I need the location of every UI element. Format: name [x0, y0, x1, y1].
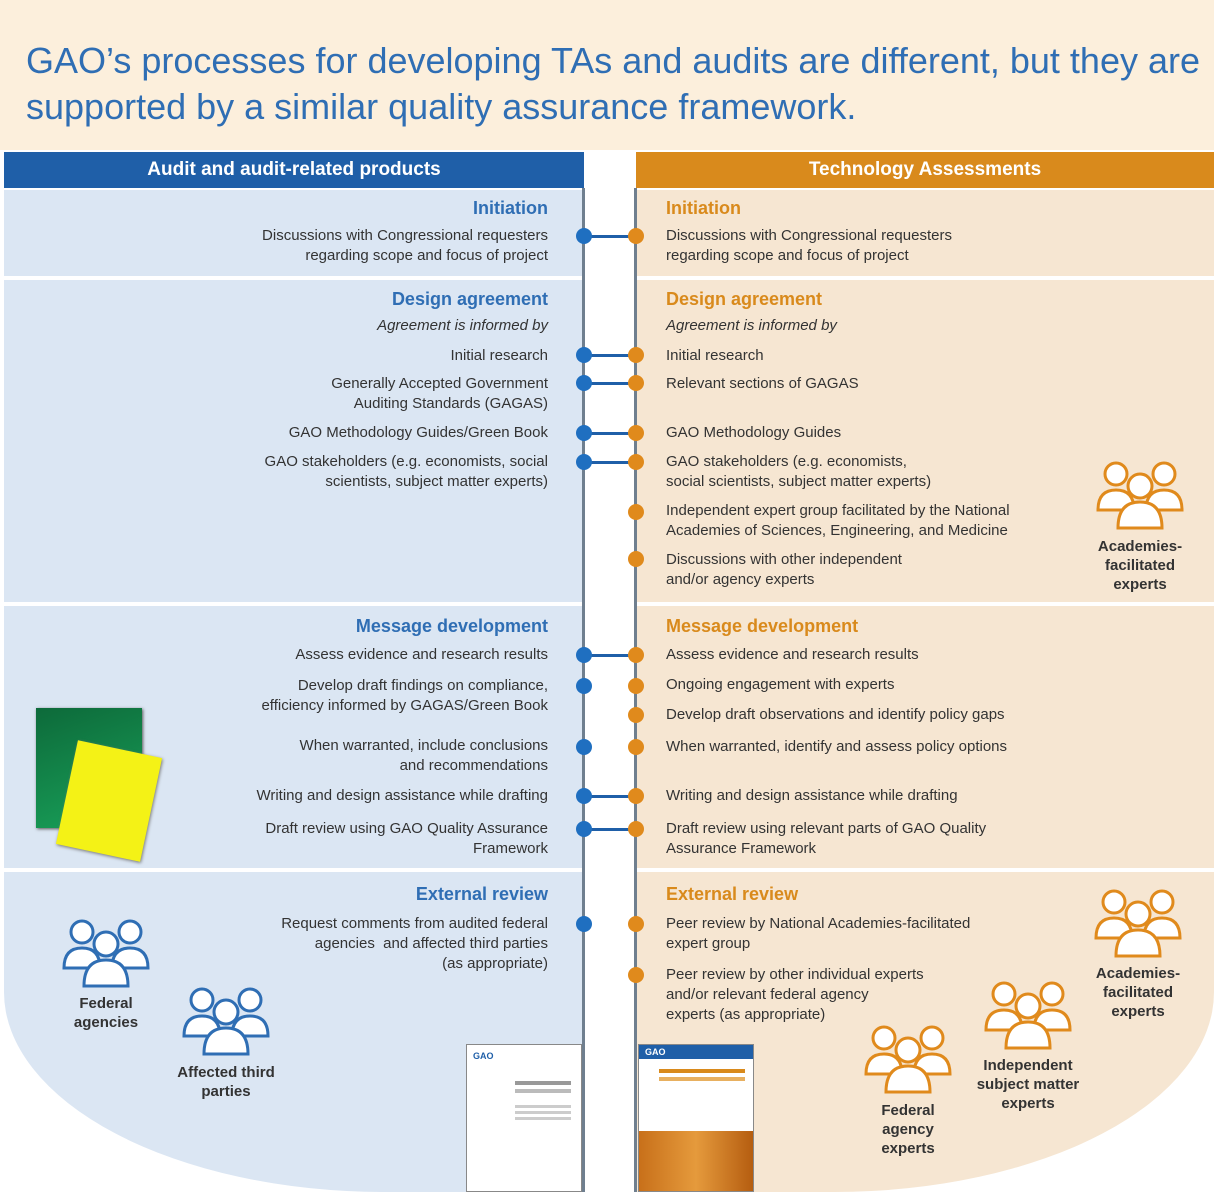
ta-message-item: Develop draft observations and identify …	[666, 706, 1005, 723]
audit-message-item: Develop draft findings on compliance, ef…	[261, 677, 548, 714]
audit-design-item: Initial research	[450, 347, 548, 364]
academies-experts-label: Academies- facilitated experts	[1095, 965, 1181, 1020]
audit-step-marker	[576, 647, 592, 663]
academies-experts-label: Academies- facilitated experts	[1097, 538, 1183, 593]
independent-experts-icon	[984, 981, 1072, 1050]
ta-report-cover: GAO	[638, 1044, 754, 1192]
audit-design-subtitle: Agreement is informed by	[377, 317, 548, 334]
independent-experts-label: Independent subject matter experts	[976, 1057, 1080, 1112]
affected-parties-label: Affected third parties	[177, 1064, 275, 1100]
ta-design-item: Initial research	[666, 347, 764, 364]
ta-step-marker	[628, 375, 644, 391]
ta-design-section	[637, 280, 1214, 602]
audit-step-marker	[576, 425, 592, 441]
ta-design-subtitle: Agreement is informed by	[666, 317, 837, 334]
audit-message-item: When warranted, include conclusions and …	[299, 737, 548, 774]
ta-step-marker	[628, 454, 644, 470]
ta-step-marker	[628, 347, 644, 363]
timeline-connector	[590, 828, 634, 831]
ta-step-marker	[628, 788, 644, 804]
ta-message-section	[637, 606, 1214, 868]
federal-agency-experts-label: Federal agency experts	[881, 1102, 935, 1157]
audit-design-section	[4, 280, 582, 602]
audit-design-title: Design agreement	[391, 289, 548, 309]
audit-initiation-section	[4, 190, 582, 276]
ta-step-marker	[628, 739, 644, 755]
audit-design-item: GAO stakeholders (e.g. economists, socia…	[264, 453, 548, 490]
audit-initiation-title: Initiation	[473, 198, 548, 218]
ta-message-item: Assess evidence and research results	[666, 646, 919, 663]
timeline-connector	[590, 654, 634, 657]
federal-agency-experts-icon	[864, 1025, 952, 1094]
ta-column-header: Technology Assessments	[636, 152, 1214, 188]
ta-message-item: Draft review using relevant parts of GAO…	[666, 820, 987, 857]
ta-initiation-item: Discussions with Congressional requester…	[666, 227, 952, 264]
academies-experts-icon	[1096, 461, 1184, 530]
ta-design-item: Independent expert group facilitated by …	[666, 502, 1010, 539]
ta-step-marker	[628, 678, 644, 694]
gao-logo: GAO	[473, 1051, 494, 1061]
audit-message-item: Writing and design assistance while draf…	[256, 787, 548, 804]
ta-step-marker	[628, 967, 644, 983]
audit-step-marker	[576, 375, 592, 391]
ta-design-title: Design agreement	[666, 289, 823, 309]
ta-message-item: Ongoing engagement with experts	[666, 676, 895, 693]
ta-initiation-section	[637, 190, 1214, 276]
ta-step-marker	[628, 821, 644, 837]
audit-design-item: GAO Methodology Guides/Green Book	[288, 424, 548, 441]
audit-message-item: Draft review using GAO Quality Assurance…	[265, 820, 548, 857]
timeline-connector	[590, 432, 634, 435]
audit-external-item: Request comments from audited federal ag…	[281, 915, 548, 972]
ta-message-item: Writing and design assistance while draf…	[666, 787, 958, 804]
ta-external-item: Peer review by other individual experts …	[666, 966, 924, 1023]
ta-message-item: When warranted, identify and assess poli…	[666, 738, 1008, 755]
audit-step-marker	[576, 788, 592, 804]
audit-message-title: Message development	[355, 616, 548, 636]
ta-design-item: GAO stakeholders (e.g. economists, socia…	[666, 453, 932, 490]
ta-design-item: Discussions with other independent and/o…	[666, 551, 902, 588]
federal-agencies-icon	[62, 919, 150, 988]
audit-report-cover: GAO	[466, 1044, 582, 1192]
ta-external-item: Peer review by National Academies-facili…	[666, 915, 971, 952]
timeline-connector	[590, 354, 634, 357]
ta-design-item: GAO Methodology Guides	[666, 424, 842, 441]
ta-step-marker	[628, 504, 644, 520]
page-title: GAO’s processes for developing TAs and a…	[26, 40, 1201, 127]
audit-step-marker	[576, 228, 592, 244]
federal-agencies-label: Federal agencies	[73, 995, 139, 1031]
ta-step-marker	[628, 228, 644, 244]
audit-step-marker	[576, 739, 592, 755]
academies-experts-icon	[1094, 889, 1182, 958]
ta-step-marker	[628, 916, 644, 932]
ta-external-title: External review	[666, 884, 799, 904]
audit-message-item: Assess evidence and research results	[295, 646, 548, 663]
ta-step-marker	[628, 707, 644, 723]
timeline-connector	[590, 795, 634, 798]
audit-column-header: Audit and audit-related products	[4, 152, 584, 188]
ta-message-title: Message development	[666, 616, 859, 636]
ta-initiation-title: Initiation	[666, 198, 741, 218]
audit-step-marker	[576, 821, 592, 837]
audit-design-item: Generally Accepted Government Auditing S…	[331, 375, 548, 412]
timeline-connector	[590, 382, 634, 385]
audit-step-marker	[576, 916, 592, 932]
audit-step-marker	[576, 347, 592, 363]
audit-step-marker	[576, 454, 592, 470]
timeline-connector	[590, 461, 634, 464]
audit-initiation-item: Discussions with Congressional requester…	[262, 227, 548, 264]
ta-step-marker	[628, 551, 644, 567]
ta-step-marker	[628, 425, 644, 441]
ta-step-marker	[628, 647, 644, 663]
gao-logo: GAO	[639, 1045, 753, 1059]
audit-external-title: External review	[415, 884, 548, 904]
title-banner	[0, 0, 1214, 150]
affected-parties-icon	[182, 987, 270, 1056]
ta-design-item: Relevant sections of GAGAS	[666, 375, 859, 392]
audit-step-marker	[576, 678, 592, 694]
timeline-connector	[590, 235, 634, 238]
